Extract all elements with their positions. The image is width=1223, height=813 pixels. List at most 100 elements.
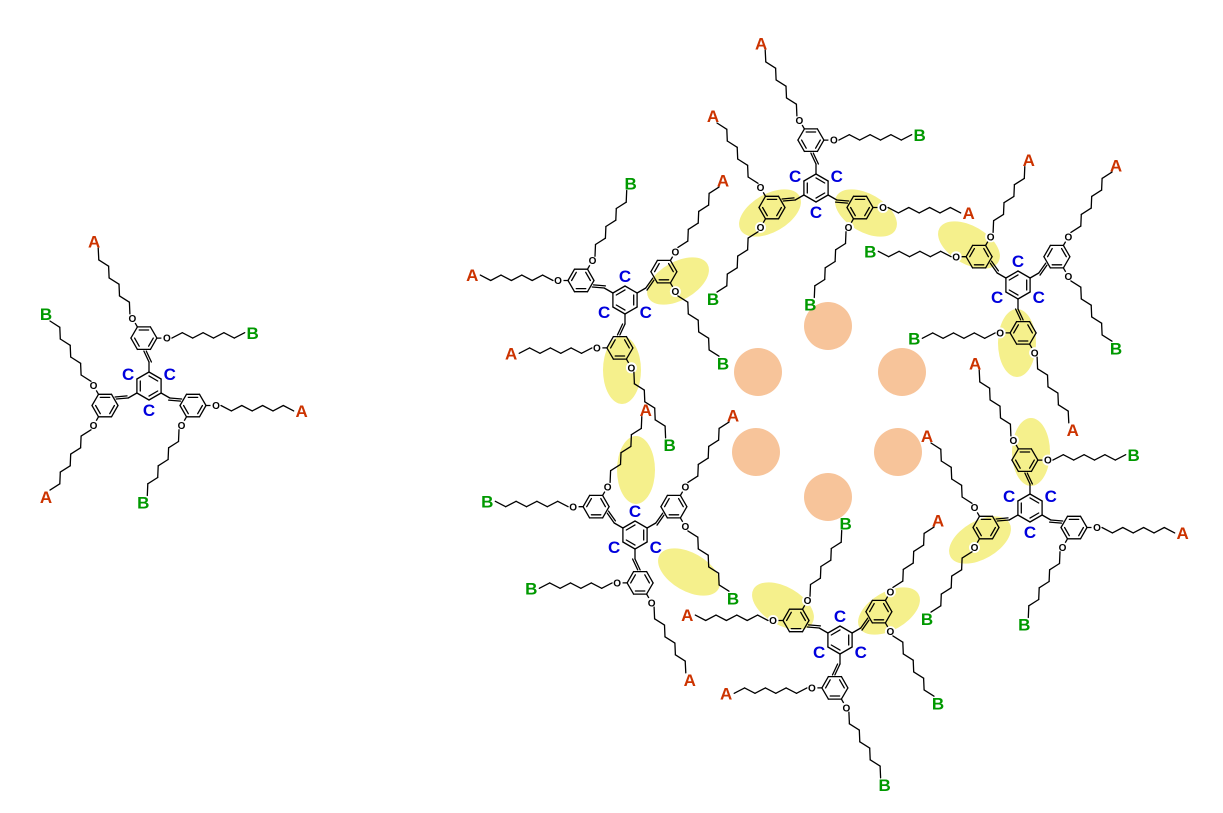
ring-double-bond	[830, 644, 841, 651]
a-a-interaction-highlight	[878, 348, 926, 396]
alkyl-chain-bond	[1062, 454, 1075, 461]
vinyl-bond	[1017, 308, 1024, 321]
alkyl-chain-bond	[940, 250, 952, 258]
alkyl-chain-bond	[80, 429, 92, 437]
ring-bond	[1005, 270, 1019, 279]
ring-bond	[816, 139, 825, 153]
oxygen-mask	[994, 327, 1006, 339]
alkyl-chain-bond	[795, 103, 798, 117]
ring-bond	[865, 206, 874, 220]
atom-label-o: O	[90, 381, 98, 392]
alkyl-chain-bond	[1067, 410, 1070, 424]
alkyl-chain-bond	[923, 689, 935, 697]
ring-double-bond	[800, 139, 807, 149]
alkyl-chain-bond	[1047, 386, 1059, 394]
b-c-interaction-highlight	[658, 548, 720, 596]
alkyl-chain-bond	[942, 332, 955, 339]
oxygen-mask	[679, 521, 691, 533]
ring-bond	[149, 337, 158, 351]
atom-label-o: O	[569, 502, 577, 513]
alkyl-chain-bond	[922, 677, 925, 691]
alkyl-chain-bond	[879, 765, 882, 779]
ring-double-bond	[600, 497, 607, 508]
ring-double-bond	[868, 602, 875, 613]
ring-bond	[679, 494, 688, 508]
ring-bond	[815, 173, 829, 182]
ring-bond	[679, 506, 688, 519]
alkyl-chain-bond	[1111, 526, 1124, 534]
alkyl-chain-bond	[1028, 598, 1040, 607]
alkyl-chain-bond	[1038, 580, 1050, 589]
oxygen-mask	[88, 420, 99, 431]
vinyl-double-bond	[167, 399, 182, 402]
alkyl-chain-bond	[949, 206, 962, 214]
atom-label-b: B	[908, 329, 920, 348]
atom-label-b: B	[625, 175, 637, 194]
ring-double-bond	[814, 139, 821, 149]
ring-bond	[803, 173, 817, 182]
alkyl-chain-bond	[869, 134, 882, 141]
alkyl-chain-bond	[1142, 526, 1155, 534]
alkyl-chain-bond	[1090, 195, 1093, 209]
alkyl-chain-bond	[940, 460, 952, 468]
oxygen-mask	[884, 586, 896, 598]
oxygen-mask	[828, 134, 840, 146]
alkyl-chain-bond	[609, 470, 612, 484]
ring-bond	[839, 625, 853, 634]
ring-bond	[130, 337, 139, 351]
alkyl-chain-bond	[570, 347, 583, 354]
ring-bond	[782, 608, 791, 622]
ring-bond	[965, 244, 974, 258]
atom-label-o: O	[996, 329, 1004, 340]
oxygen-mask	[884, 626, 896, 638]
alkyl-chain-bond	[747, 231, 759, 239]
ring-double-bond	[630, 574, 637, 584]
alkyl-chain-bond	[79, 435, 82, 449]
ring-bond	[816, 128, 825, 141]
alkyl-chain-bond	[107, 265, 110, 279]
alkyl-chain-bond	[1046, 374, 1049, 388]
alkyl-chain-bond	[746, 614, 759, 622]
ring-bond	[972, 526, 981, 540]
alkyl-chain-bond	[838, 134, 850, 141]
vinyl-double-bond	[631, 558, 639, 571]
oxygen-mask	[587, 255, 598, 266]
alkyl-chain-bond	[80, 374, 92, 382]
ring-bond	[149, 326, 158, 339]
ring-bond	[1028, 332, 1037, 345]
ring-double-bond	[148, 375, 159, 382]
vinyl-double-bond	[1039, 264, 1048, 276]
alkyl-chain-bond	[960, 484, 963, 498]
alkyl-chain-bond	[69, 344, 72, 358]
alkyl-chain-bond	[59, 465, 71, 473]
ring-bond	[815, 194, 829, 203]
atom-label-o: O	[1065, 272, 1073, 283]
alkyl-chain-bond	[764, 49, 767, 63]
atom-label-o: O	[804, 596, 812, 607]
alkyl-chain-bond	[653, 606, 656, 620]
ring-bond	[1011, 459, 1020, 473]
vinyl-double-bond	[1026, 472, 1034, 485]
alkyl-chain-bond	[1153, 526, 1165, 534]
alkyl-chain-bond	[961, 496, 973, 504]
ring-bond	[758, 206, 767, 220]
atom-label-o: O	[971, 543, 979, 554]
alkyl-chain-bond	[594, 243, 597, 257]
atom-label-o: O	[971, 503, 979, 514]
alkyl-chain-bond	[844, 231, 847, 245]
ring-bond	[984, 256, 993, 269]
atom-label-a: A	[963, 204, 975, 223]
alkyl-chain-bond	[1048, 569, 1051, 583]
ring-bond	[612, 306, 626, 315]
ring-bond	[1029, 514, 1043, 523]
alkyl-chain-bond	[809, 583, 812, 597]
atom-label-c: C	[831, 167, 843, 186]
ring-double-bond	[815, 177, 826, 184]
atom-label-b: B	[921, 610, 933, 629]
alkyl-chain-bond	[813, 285, 816, 299]
ring-bond	[1017, 270, 1031, 279]
alkyl-chain-bond	[1090, 304, 1093, 318]
alkyl-chain-bond	[1070, 225, 1082, 234]
alkyl-chain-bond	[518, 347, 531, 354]
alkyl-chain-bond	[848, 723, 860, 731]
